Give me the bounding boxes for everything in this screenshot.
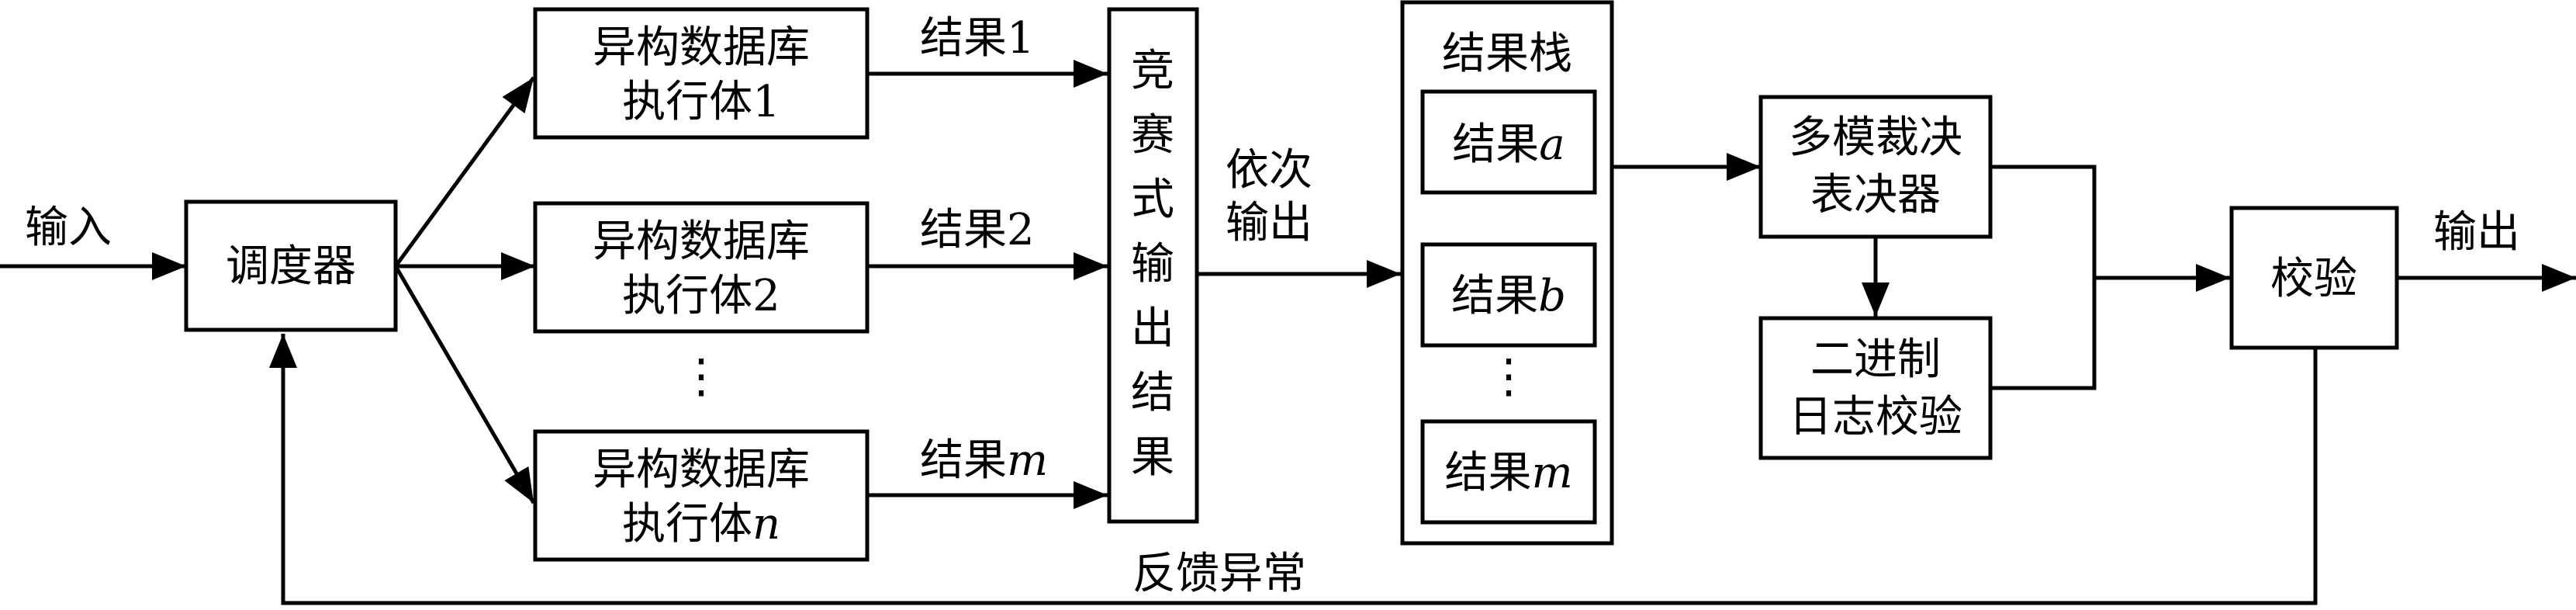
voter-line1: 多模裁决 [1789, 113, 1962, 163]
race-output-char: 出 [1131, 303, 1174, 354]
result-m-label: 结果m [920, 435, 1048, 486]
stack-item-b-label: 结果b [1451, 271, 1566, 321]
feedback-label: 反馈异常 [1132, 549, 1306, 599]
result-stack-title: 结果栈 [1442, 29, 1572, 79]
edge-scheduler-to-execn [393, 265, 536, 504]
verify-box: 校验 [2229, 206, 2399, 350]
executor-n-box: 异构数据库 执行体n [533, 429, 870, 562]
in-order-label-2: 输出 [1226, 198, 1312, 248]
race-output-box: 竞赛式输出结果 [1107, 7, 1199, 524]
race-output-label: 竞赛式输出结果 [1131, 46, 1174, 483]
race-output-char: 竞 [1131, 46, 1174, 96]
executor-2-box: 异构数据库 执行体2 [533, 201, 870, 334]
in-order-label-1: 依次 [1226, 145, 1312, 196]
verify-label: 校验 [2270, 254, 2357, 304]
binlog-line2: 日志校验 [1789, 392, 1962, 442]
executor-2-line1: 异构数据库 [593, 217, 810, 267]
stack-item-m-label: 结果m [1444, 448, 1572, 498]
stack-item-m [1420, 419, 1597, 525]
race-output-char: 果 [1131, 432, 1174, 483]
stack-item-b [1420, 242, 1597, 348]
stack-ellipsis: ⋮ [1485, 349, 1532, 404]
edge-binlog-merge [1990, 278, 2097, 390]
voter-box: 多模裁决 表决器 [1758, 95, 1993, 239]
binlog-box: 二进制 日志校验 [1758, 316, 1993, 460]
stack-item-a-label: 结果a [1452, 120, 1565, 170]
stack-item-a [1420, 89, 1597, 195]
executor-2-line2: 执行体2 [622, 271, 780, 321]
voter-line2: 表决器 [1810, 170, 1941, 220]
executor-1-line1: 异构数据库 [593, 23, 810, 73]
race-output-char: 输 [1131, 239, 1174, 289]
result-1-label: 结果1 [920, 13, 1035, 64]
result-stack-box: 结果栈 结果a 结果b ⋮ 结果m [1400, 0, 1614, 546]
input-label: 输入 [25, 203, 112, 253]
race-output-char: 式 [1131, 175, 1174, 225]
executor-ellipsis: ⋮ [678, 349, 724, 404]
executor-n-line1: 异构数据库 [593, 445, 810, 495]
executor-1-box: 异构数据库 执行体1 [533, 7, 870, 140]
output-label: 输出 [2433, 207, 2520, 258]
edge-scheduler-to-exec1 [393, 76, 536, 268]
edge-feedback [269, 334, 2318, 605]
scheduler-box: 调度器 [184, 199, 398, 332]
race-output-char: 结 [1131, 368, 1174, 418]
binlog-line1: 二进制 [1810, 334, 1941, 385]
executor-1-line2: 执行体1 [622, 77, 780, 127]
race-output-char: 赛 [1131, 110, 1174, 161]
result-2-label: 结果2 [920, 205, 1035, 255]
edge-voter-merge [1990, 165, 2097, 278]
scheduler-label: 调度器 [226, 241, 356, 292]
executor-n-line2: 执行体n [622, 499, 780, 549]
